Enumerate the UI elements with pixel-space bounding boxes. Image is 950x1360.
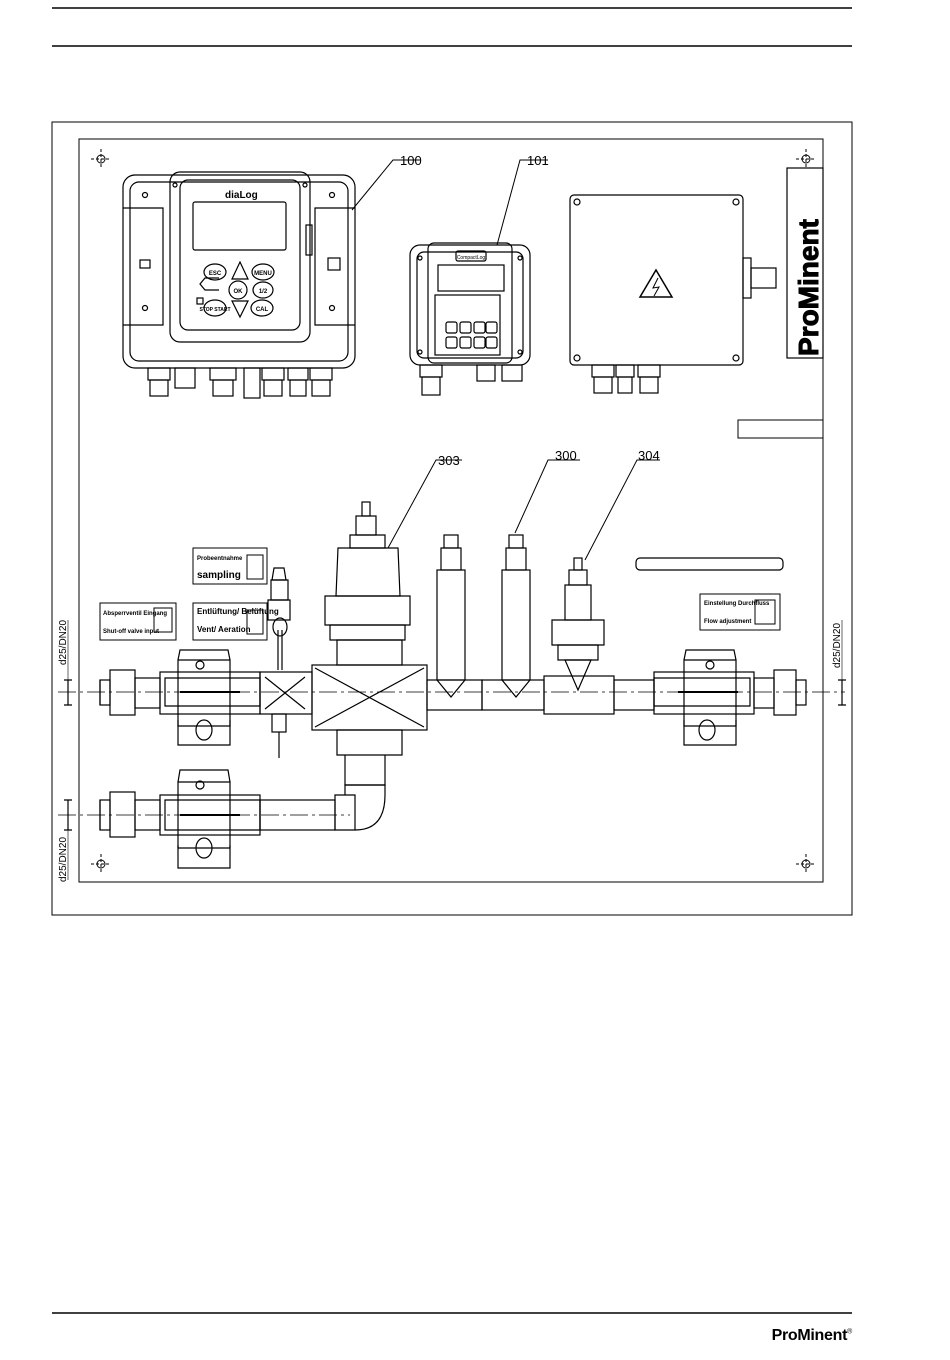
mounting-hole-icon xyxy=(796,854,816,874)
mounting-hole-icon xyxy=(91,149,111,169)
sampling-de: Probeentnahme xyxy=(197,556,243,562)
vent-en: Vent/ Aeration xyxy=(197,625,251,634)
callout-304: 304 xyxy=(638,448,660,463)
cable-glands-dialog xyxy=(148,368,332,398)
flow-en: Flow adjustment xyxy=(704,619,751,625)
dim-right: d25/DN20 xyxy=(832,623,843,668)
mounting-hole-marks xyxy=(91,149,816,874)
sampling-en: sampling xyxy=(197,570,241,581)
flow-de: Einstellung Durchfluss xyxy=(704,601,770,607)
dim-left-bottom: d25/DN20 xyxy=(58,837,69,882)
dim-left-top: d25/DN20 xyxy=(58,620,69,665)
controller-dialog xyxy=(123,172,355,398)
drawing-frame xyxy=(52,122,852,915)
terminal-box xyxy=(570,195,776,393)
footer-logo: ProMinent® xyxy=(772,1327,852,1345)
key-esc[interactable]: ESC xyxy=(209,271,222,277)
callout-101: 101 xyxy=(527,153,549,168)
ball-valve-bottom-left xyxy=(160,770,260,868)
controller-compact xyxy=(410,243,530,395)
mounting-hole-icon xyxy=(796,149,816,169)
key-ok[interactable]: OK xyxy=(234,289,244,295)
key-stop-start[interactable]: STOP START xyxy=(199,307,230,313)
ball-valve-top-left xyxy=(160,650,260,745)
vent-de: Entlüftung/ Belüftung xyxy=(197,607,279,616)
key-half[interactable]: 1/2 xyxy=(259,289,268,295)
mounting-hole-icon xyxy=(91,854,111,874)
callout-leaders xyxy=(352,160,660,560)
callout-303: 303 xyxy=(438,453,460,468)
brand-panel-text: ProMinent xyxy=(793,219,824,356)
blank-label-plate xyxy=(738,420,823,438)
ball-valve-right xyxy=(654,650,754,745)
compact-brand: CompactLog xyxy=(457,255,486,261)
piping xyxy=(58,502,846,880)
key-menu[interactable]: MENU xyxy=(254,271,272,277)
compact-keypad xyxy=(446,322,497,348)
dialog-brand: diaLog xyxy=(225,190,258,201)
callout-100: 100 xyxy=(400,153,422,168)
callout-300: 300 xyxy=(555,448,577,463)
key-cal[interactable]: CAL xyxy=(256,307,269,313)
shutoff-en: Shut-off valve input xyxy=(103,629,159,635)
shutoff-de: Absperrventil Eingang xyxy=(103,611,167,617)
